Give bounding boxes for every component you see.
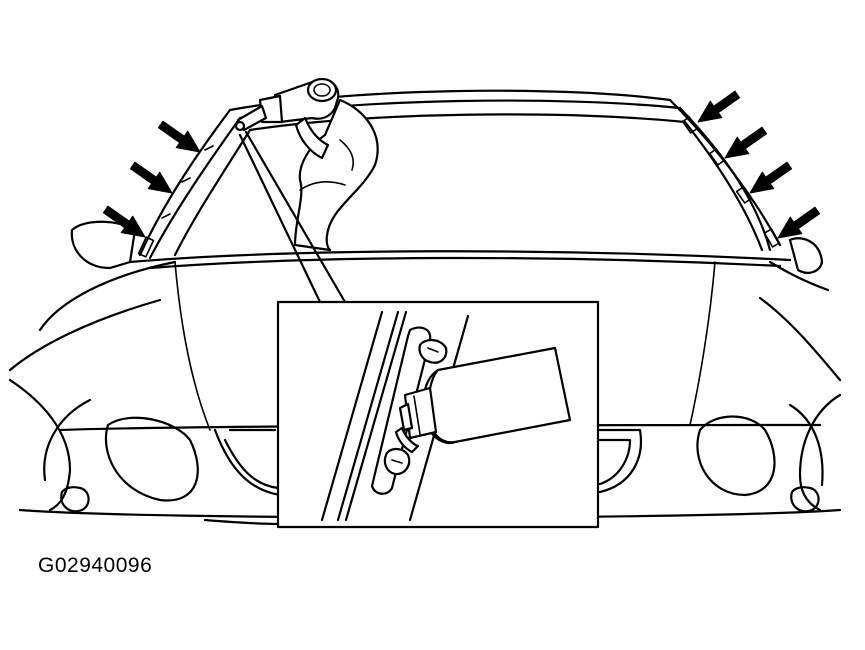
arrow-icon xyxy=(777,206,821,239)
figure-code: G02940096 xyxy=(38,554,153,577)
windshield xyxy=(137,89,782,260)
side-mirror-right xyxy=(788,237,824,274)
hand-icon xyxy=(293,98,379,252)
arrow-icon xyxy=(102,205,146,238)
side-mirror-left xyxy=(70,220,137,270)
arrow-icon xyxy=(129,161,173,194)
detail-inset xyxy=(276,300,600,529)
car-body xyxy=(8,250,842,526)
arrow-icon xyxy=(724,126,768,159)
arrow-icon xyxy=(749,161,793,194)
air-tool-icon xyxy=(234,77,340,160)
arrows-left xyxy=(102,120,201,238)
arrow-icon xyxy=(157,120,201,153)
arrows-right xyxy=(697,90,821,239)
detail-callout-lines xyxy=(238,130,347,304)
arrow-icon xyxy=(697,90,741,123)
